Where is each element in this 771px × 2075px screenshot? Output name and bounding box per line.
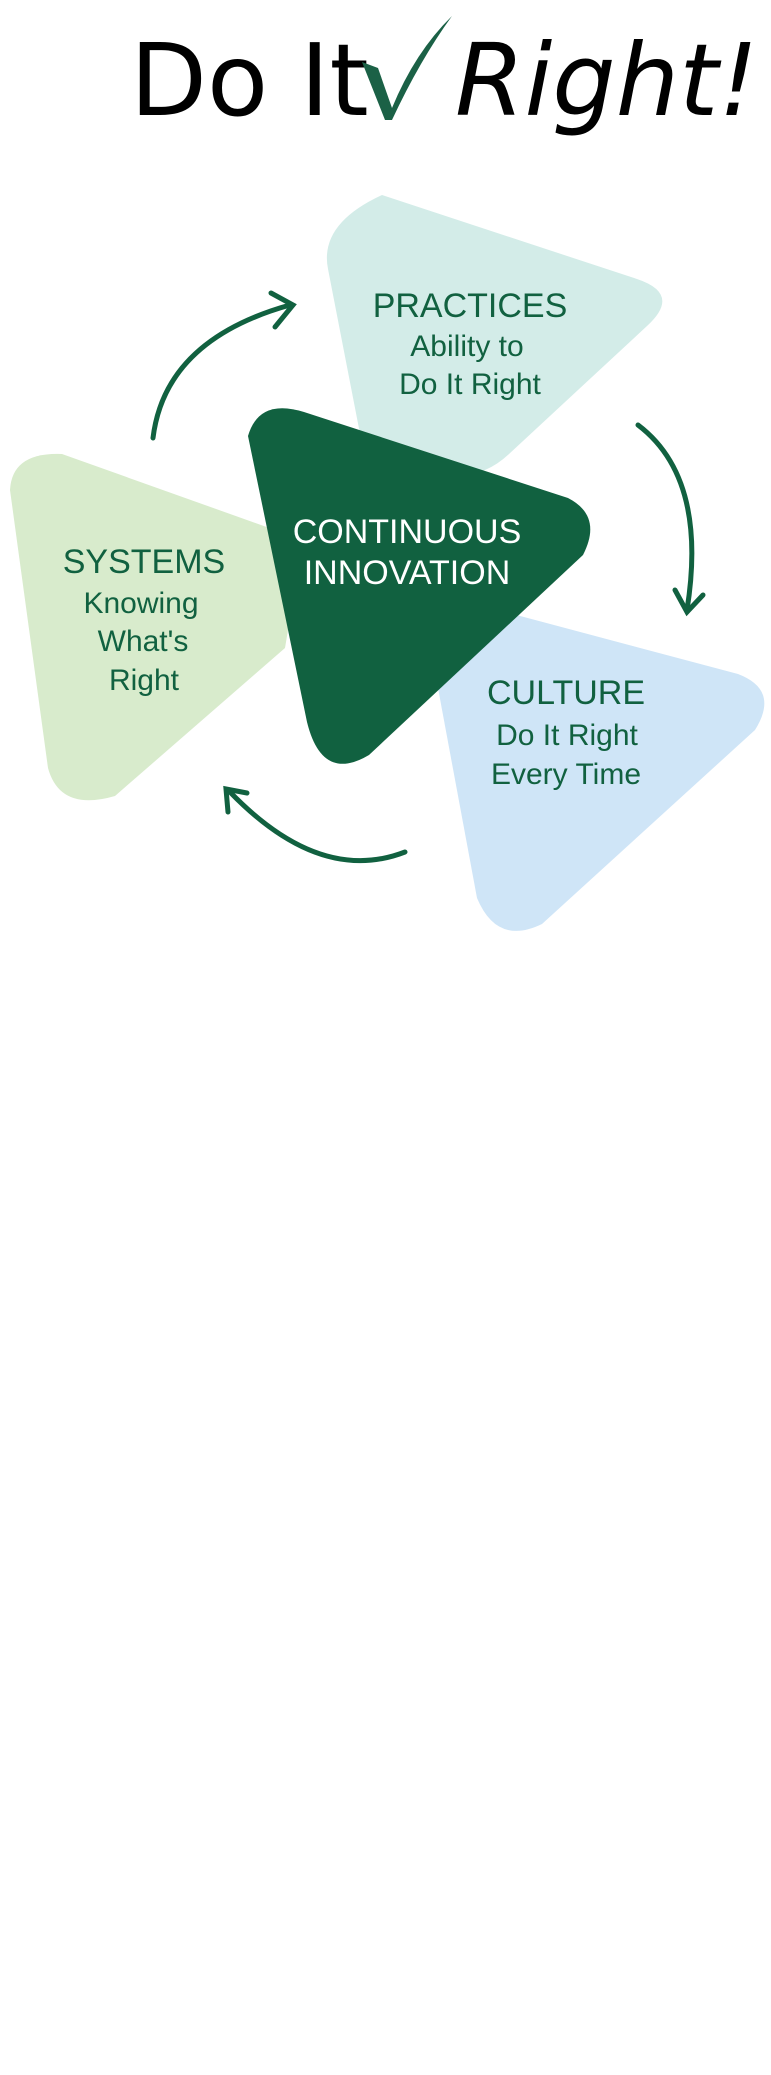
center-line-2: INNOVATION xyxy=(304,554,511,592)
systems-line-3: Right xyxy=(109,664,180,697)
practices-triangle xyxy=(326,195,663,476)
culture-line-2: Every Time xyxy=(491,758,641,791)
checkmark-icon xyxy=(362,16,452,120)
culture-line-1: Do It Right xyxy=(496,719,638,752)
arrow-practices-to-culture-head xyxy=(672,587,706,617)
culture-heading: CULTURE xyxy=(487,674,645,712)
arrow-culture-to-systems xyxy=(227,789,408,864)
center-triangle xyxy=(248,408,591,764)
systems-line-2: What's xyxy=(98,625,189,658)
systems-label: SYSTEMS Knowing What's Right xyxy=(63,543,225,697)
center-line-1: CONTINUOUS xyxy=(293,513,522,551)
practices-line-2: Do It Right xyxy=(399,368,541,401)
culture-triangle xyxy=(429,600,765,931)
culture-label: CULTURE Do It Right Every Time xyxy=(487,674,645,791)
arrow-systems-to-practices xyxy=(150,302,293,441)
practices-line-1: Ability to xyxy=(410,330,523,363)
systems-line-1: Knowing xyxy=(83,587,198,620)
arrow-systems-to-practices-head xyxy=(268,290,297,330)
practices-heading: PRACTICES xyxy=(373,287,568,325)
arrows xyxy=(150,290,706,864)
systems-heading: SYSTEMS xyxy=(63,543,225,581)
systems-triangle xyxy=(10,453,303,801)
arrow-practices-to-culture xyxy=(635,422,695,613)
title: Do It Right! xyxy=(130,16,758,139)
arrow-culture-to-systems-head xyxy=(223,785,250,815)
title-prefix: Do It xyxy=(130,22,369,139)
center-label: CONTINUOUS INNOVATION xyxy=(293,513,522,592)
title-suffix: Right! xyxy=(455,22,758,139)
practices-label: PRACTICES Ability to Do It Right xyxy=(373,287,568,401)
